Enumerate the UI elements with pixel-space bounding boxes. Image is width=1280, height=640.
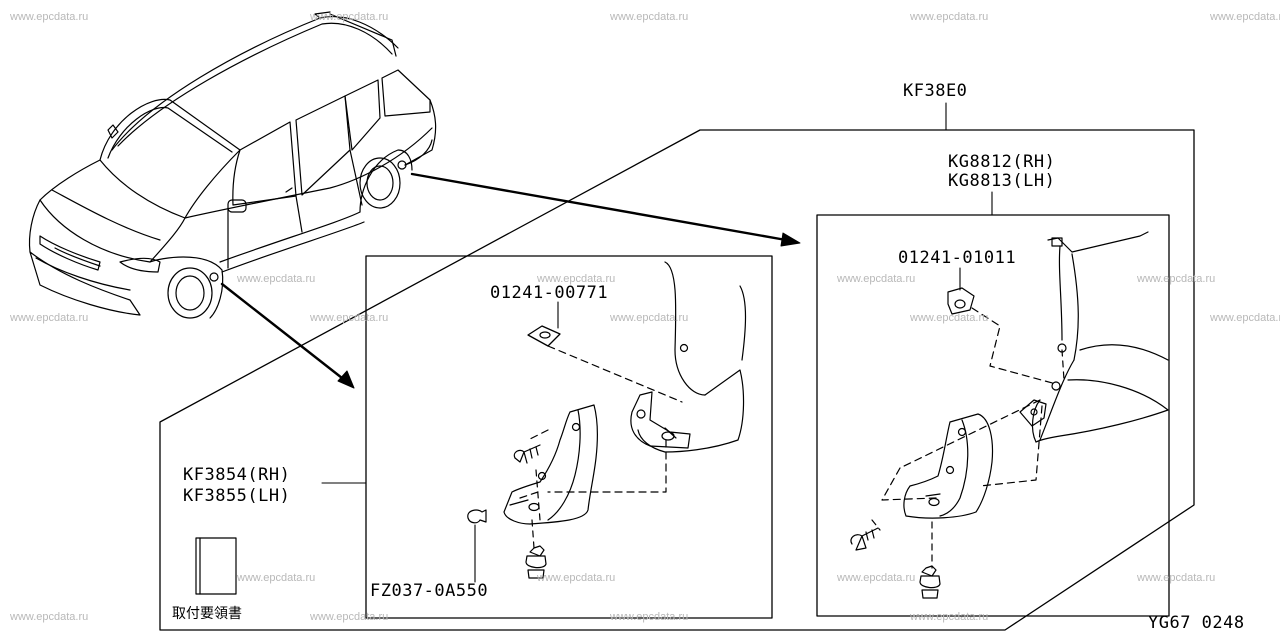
watermark: www.epcdata.ru <box>1137 572 1216 584</box>
instructions-booklet-icon <box>195 537 237 595</box>
watermark: www.epcdata.ru <box>10 611 89 623</box>
watermark: www.epcdata.ru <box>310 312 389 324</box>
part-label-front-rh: KF3854(RH) <box>183 465 291 485</box>
part-label-front-lh: KF3855(LH) <box>183 486 291 506</box>
watermark: www.epcdata.ru <box>10 11 89 23</box>
front-mudguard-parts <box>467 261 747 579</box>
rear-mudguard-box <box>816 214 1170 617</box>
car-illustration <box>28 11 437 319</box>
watermark: www.epcdata.ru <box>310 611 389 623</box>
watermark: www.epcdata.ru <box>1210 312 1280 324</box>
watermark: www.epcdata.ru <box>610 11 689 23</box>
watermark: www.epcdata.ru <box>237 273 316 285</box>
watermark: www.epcdata.ru <box>537 273 616 285</box>
watermark: www.epcdata.ru <box>910 11 989 23</box>
kit-outline <box>159 129 1195 631</box>
watermark: www.epcdata.ru <box>837 572 916 584</box>
pointer-arrows <box>220 172 801 389</box>
leader-lines <box>321 102 993 583</box>
watermark: www.epcdata.ru <box>837 273 916 285</box>
diagram-code: YG67 0248 <box>1148 613 1245 633</box>
watermark: www.epcdata.ru <box>910 611 989 623</box>
watermark: www.epcdata.ru <box>310 11 389 23</box>
part-label-front-rivet: FZ037-0A550 <box>370 581 489 601</box>
instructions-label: 取付要領書 <box>172 606 242 622</box>
part-label-kit-main: KF38E0 <box>903 81 968 101</box>
part-label-rear-lh: KG8813(LH) <box>948 171 1056 191</box>
part-label-rear-clip: 01241-01011 <box>898 248 1017 268</box>
part-label-front-clip: 01241-00771 <box>490 283 609 303</box>
front-mudguard-box <box>365 255 773 619</box>
watermark: www.epcdata.ru <box>237 572 316 584</box>
part-label-rear-rh: KG8812(RH) <box>948 152 1056 172</box>
watermark: www.epcdata.ru <box>1210 11 1280 23</box>
watermark: www.epcdata.ru <box>1137 273 1216 285</box>
watermark: www.epcdata.ru <box>610 611 689 623</box>
watermark: www.epcdata.ru <box>537 572 616 584</box>
watermark: www.epcdata.ru <box>610 312 689 324</box>
watermark: www.epcdata.ru <box>910 312 989 324</box>
rear-mudguard-parts <box>850 231 1169 599</box>
watermark: www.epcdata.ru <box>10 312 89 324</box>
